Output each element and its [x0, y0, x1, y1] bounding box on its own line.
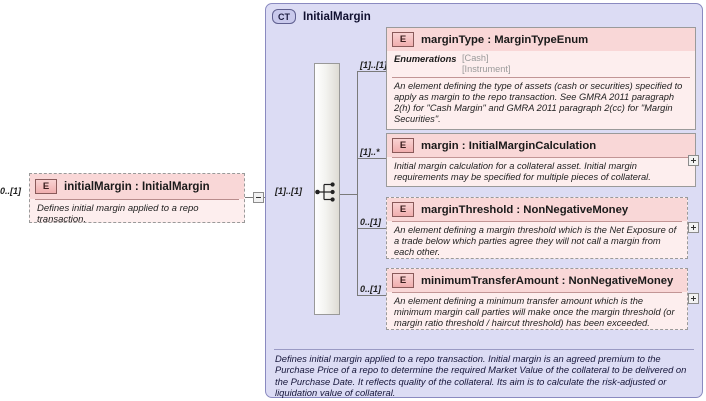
enumeration-values: [Cash] [Instrument] — [462, 53, 511, 74]
expand-toggle-minimumtransferamount[interactable] — [688, 293, 699, 304]
element-box-margin[interactable]: E margin : InitialMarginCalculation Init… — [386, 133, 696, 187]
element-description: An element defining a minimum transfer a… — [394, 296, 675, 329]
complextype-header: CT InitialMargin — [272, 9, 371, 24]
element-title: minimumTransferAmount : NonNegativeMoney — [421, 274, 674, 287]
divider — [274, 349, 694, 350]
root-element-box[interactable]: E initialMargin : InitialMargin Defines … — [29, 173, 245, 225]
connector-line — [357, 295, 386, 296]
element-icon: E — [392, 138, 414, 153]
root-cardinality: 0..[1] — [0, 186, 22, 196]
sequence-compositor[interactable] — [314, 63, 340, 315]
connector-line — [245, 197, 258, 198]
element-header: E marginType : MarginTypeEnum — [387, 28, 695, 51]
divider — [392, 221, 682, 222]
element-box-minimumtransferamount[interactable]: E minimumTransferAmount : NonNegativeMon… — [386, 268, 688, 330]
connector-line — [357, 158, 386, 159]
connector-line — [357, 71, 386, 72]
complextype-title: InitialMargin — [303, 10, 371, 23]
divider — [392, 292, 682, 293]
element-icon: E — [392, 32, 414, 47]
collapse-toggle-minus[interactable] — [253, 192, 264, 203]
divider — [35, 199, 239, 200]
element-description: An element defining the type of assets (… — [394, 81, 683, 125]
divider — [392, 77, 690, 78]
expand-toggle-marginthreshold[interactable] — [688, 222, 699, 233]
complextype-badge: CT — [272, 9, 296, 24]
child-cardinality-marginthreshold: 0..[1] — [360, 217, 382, 227]
enumerations-label: Enumerations — [394, 53, 457, 64]
element-title: marginType : MarginTypeEnum — [421, 33, 589, 46]
root-element-header: E initialMargin : InitialMargin — [30, 174, 244, 199]
connector-line — [340, 194, 358, 195]
element-icon: E — [35, 179, 57, 194]
enumeration-value: [Instrument] — [462, 63, 511, 74]
element-title: marginThreshold : NonNegativeMoney — [421, 203, 629, 216]
sequence-icon — [315, 182, 335, 202]
connector-trunk — [357, 71, 358, 295]
expand-toggle-margin[interactable] — [688, 155, 699, 166]
child-cardinality-margintype: [1]..[1] — [360, 60, 387, 70]
element-box-margintype[interactable]: E marginType : MarginTypeEnum Enumeratio… — [386, 27, 696, 130]
compositor-cardinality: [1]..[1] — [275, 186, 302, 196]
child-cardinality-minimumtransferamount: 0..[1] — [360, 284, 382, 294]
complextype-description: Defines initial margin applied to a repo… — [275, 353, 687, 399]
divider — [392, 157, 690, 158]
element-header: E minimumTransferAmount : NonNegativeMon… — [387, 269, 687, 292]
enumerations-row: Enumerations [Cash] [Instrument] — [394, 53, 511, 74]
root-element-description: Defines initial margin applied to a repo… — [37, 203, 199, 225]
element-header: E margin : InitialMarginCalculation — [387, 134, 695, 157]
enumeration-value: [Cash] — [462, 53, 489, 63]
element-header: E marginThreshold : NonNegativeMoney — [387, 198, 687, 221]
child-cardinality-margin: [1]..* — [360, 147, 380, 157]
element-title: margin : InitialMarginCalculation — [421, 139, 597, 152]
element-icon: E — [392, 273, 414, 288]
element-description: An element defining a margin threshold w… — [394, 225, 677, 258]
connector-line — [357, 228, 386, 229]
element-box-marginthreshold[interactable]: E marginThreshold : NonNegativeMoney An … — [386, 197, 688, 259]
root-element-title: initialMargin : InitialMargin — [64, 180, 210, 193]
element-icon: E — [392, 202, 414, 217]
element-description: Initial margin calculation for a collate… — [394, 161, 651, 183]
